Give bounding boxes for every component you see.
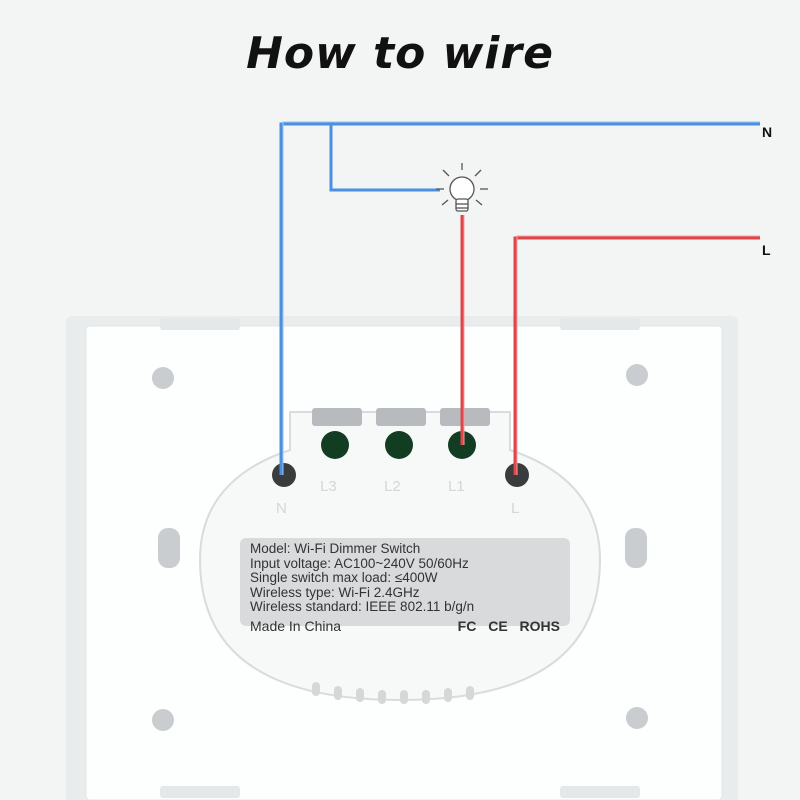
- vent-holes: [312, 682, 474, 704]
- mounting-hole: [626, 364, 648, 386]
- pin-label-l2: L2: [384, 478, 401, 495]
- mounting-hole: [152, 367, 174, 389]
- terminal-slot: [440, 408, 490, 426]
- plate-slot: [160, 786, 240, 798]
- mounting-slot: [158, 528, 180, 568]
- fcc-mark: FC: [457, 617, 477, 634]
- mounting-slot: [625, 528, 647, 568]
- live-wire: [460, 215, 760, 475]
- plate-slot: [560, 786, 640, 798]
- pin-label-l3: L3: [320, 478, 337, 495]
- neutral-terminal-label: N: [762, 124, 773, 140]
- certification-marks: FC CE ROHS: [450, 617, 560, 634]
- light-bulb-icon: [436, 163, 488, 212]
- plate-slot: [160, 318, 240, 330]
- product-label: Model: Wi-Fi Dimmer Switch Input voltage…: [240, 538, 570, 633]
- terminal-indicator-l3: [321, 431, 349, 459]
- screw-terminal-n: [272, 463, 296, 487]
- mounting-hole: [152, 709, 174, 731]
- neutral-wire: [279, 122, 760, 475]
- terminal-slot: [376, 408, 426, 426]
- pin-label-l: L: [511, 500, 520, 517]
- terminal-slot: [312, 408, 362, 426]
- terminal-indicator-l2: [385, 431, 413, 459]
- live-terminal-label: L: [762, 242, 771, 258]
- wireless-standard-text: Wireless standard: IEEE 802.11 b/g/n: [250, 599, 475, 614]
- pin-label-n: N: [276, 500, 287, 517]
- wireless-type-text: Wireless type: Wi-Fi 2.4GHz: [250, 584, 420, 600]
- origin-text: Made In China: [250, 617, 342, 634]
- pin-label-l1: L1: [448, 478, 465, 495]
- ce-mark: CE: [488, 617, 508, 634]
- page-title: How to wire: [246, 28, 554, 79]
- max-load-text: Single switch max load: ≤400W: [250, 570, 438, 585]
- plate-slot: [560, 318, 640, 330]
- input-voltage-text: Input voltage: AC100~240V 50/60Hz: [250, 555, 469, 571]
- mounting-hole: [626, 707, 648, 729]
- rohs-mark: ROHS: [519, 617, 560, 634]
- model-text: Model: Wi-Fi Dimmer Switch: [250, 541, 421, 556]
